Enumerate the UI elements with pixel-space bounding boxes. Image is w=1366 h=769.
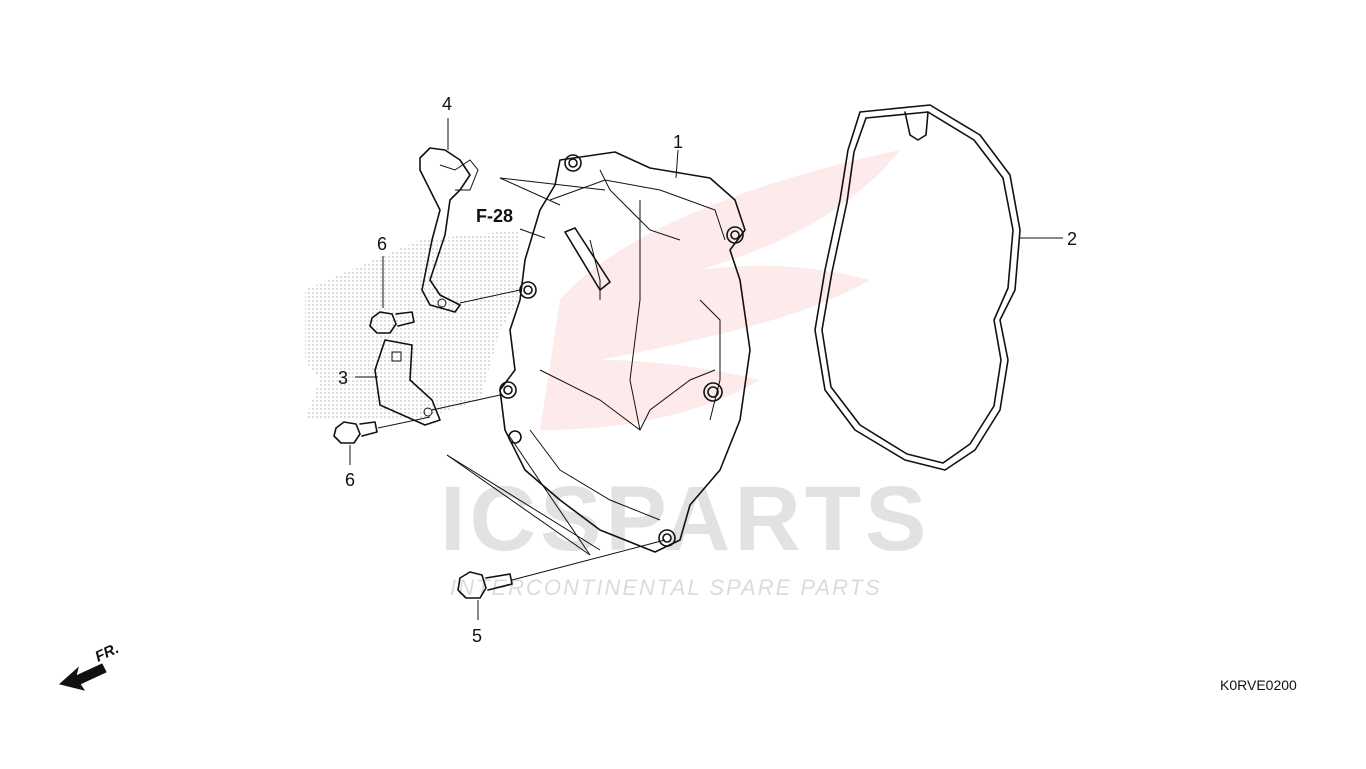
front-indicator: FR. [58,640,122,691]
head-cover-gasket-inner [821,111,1014,464]
callout-4: 4 [442,94,452,114]
callout-3: 3 [338,368,348,388]
setting-plate [374,339,441,426]
callout-2: 2 [1067,229,1077,249]
hose-clamp-bracket [419,147,479,313]
flange-bolt-6a [369,311,415,334]
callout-6-lower: 6 [345,470,355,490]
flange-bolt-6b [333,421,378,444]
watermark-wing-logo [540,150,900,430]
callout-1: 1 [673,132,683,152]
flange-bolt-5 [457,571,513,599]
leader-lines [349,118,1063,620]
callout-6-upper: 6 [377,234,387,254]
callout-5: 5 [472,626,482,646]
cylinder-head-cover [499,151,751,553]
front-arrow-icon [58,663,107,691]
reference-label: F-28 [476,206,513,226]
watermark-tagline: INTERCONTINENTAL SPARE PARTS [450,575,882,600]
watermark: ICSPARTS INTERCONTINENTAL SPARE PARTS [440,150,930,600]
diagram-code: K0RVE0200 [1220,677,1297,693]
callout-labels: 1 2 3 4 5 6 6 [338,94,1077,646]
watermark-brand: ICSPARTS [440,468,930,570]
gasket-tab [904,111,929,141]
head-cover-gasket [814,104,1021,471]
shading-region [305,230,520,420]
front-label: FR. [93,640,122,666]
